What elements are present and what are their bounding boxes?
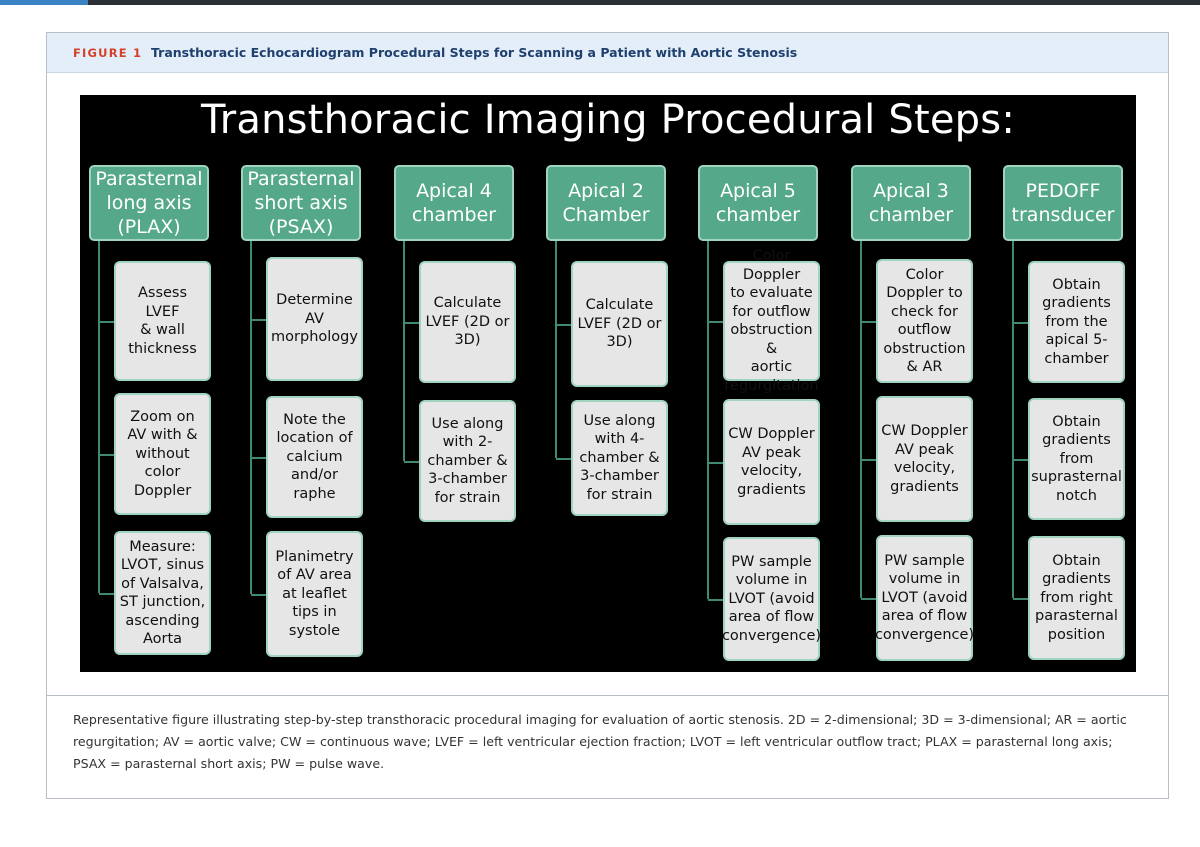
connector-branch: [556, 458, 572, 460]
step-box: Measure: LVOT, sinus of Valsalva, ST jun…: [114, 531, 211, 655]
connector-branch: [404, 461, 420, 463]
step-box: CW Doppler AV peak velocity, gradients: [876, 396, 973, 522]
connector-line: [98, 241, 100, 593]
connector-branch: [556, 324, 572, 326]
diagram-column: Parasternal long axis (PLAX) Assess LVEF …: [89, 165, 213, 670]
connector-branch: [708, 321, 724, 323]
connector-branch: [708, 462, 724, 464]
figure-caption: Representative figure illustrating step-…: [47, 695, 1168, 799]
diagram-title: Transthoracic Imaging Procedural Steps:: [201, 97, 1015, 143]
column-header: Apical 5 chamber: [698, 165, 818, 241]
connector-branch: [99, 593, 115, 595]
step-box: CW Doppler AV peak velocity, gradients: [723, 399, 820, 525]
connector-branch: [861, 598, 877, 600]
connector-line: [1012, 241, 1014, 598]
diagram-panel: Transthoracic Imaging Procedural Steps: …: [80, 95, 1136, 672]
figure-frame: FIGURE 1 Transthoracic Echocardiogram Pr…: [46, 32, 1169, 799]
figure-label: FIGURE 1: [73, 46, 143, 60]
figure-title: Transthoracic Echocardiogram Procedural …: [151, 45, 798, 60]
step-box: Use along with 2- chamber & 3-chamber fo…: [419, 400, 516, 522]
connector-branch: [251, 457, 267, 459]
connector-line: [555, 241, 557, 458]
connector-line: [250, 241, 252, 594]
connector-branch: [251, 319, 267, 321]
column-header: Apical 3 chamber: [851, 165, 971, 241]
column-header: Apical 2 Chamber: [546, 165, 666, 241]
column-header: PEDOFF transducer: [1003, 165, 1123, 241]
connector-branch: [861, 321, 877, 323]
step-box: Assess LVEF & wall thickness: [114, 261, 211, 381]
connector-line: [860, 241, 862, 598]
top-bar: [0, 0, 1200, 5]
column-header: Parasternal long axis (PLAX): [89, 165, 209, 241]
step-box: PW sample volume in LVOT (avoid area of …: [722, 537, 821, 661]
column-header: Apical 4 chamber: [394, 165, 514, 241]
connector-branch: [1013, 598, 1029, 600]
connector-branch: [708, 599, 724, 601]
connector-branch: [1013, 322, 1029, 324]
connector-branch: [251, 594, 267, 596]
caption-text: Representative figure illustrating step-…: [73, 712, 1127, 771]
connector-branch: [99, 321, 115, 323]
step-box: Note the location of calcium and/or raph…: [266, 396, 363, 518]
step-box: Use along with 4- chamber & 3-chamber fo…: [571, 400, 668, 516]
connector-line: [403, 241, 405, 461]
step-box: Calculate LVEF (2D or 3D): [419, 261, 516, 383]
step-box: Color Doppler to evaluate for outflow ob…: [723, 248, 820, 394]
step-box: Obtain gradients from the apical 5- cham…: [1028, 261, 1125, 383]
connector-branch: [99, 454, 115, 456]
step-box: Planimetry of AV area at leaflet tips in…: [266, 531, 363, 657]
step-box: Calculate LVEF (2D or 3D): [571, 261, 668, 387]
column-header: Parasternal short axis (PSAX): [241, 165, 361, 241]
connector-branch: [1013, 459, 1029, 461]
diagram-column: Parasternal short axis (PSAX) Determine A…: [241, 165, 365, 670]
step-box: Color Doppler to check for outflow obstr…: [876, 259, 973, 383]
step-box: Obtain gradients from right parasternal …: [1028, 536, 1125, 660]
connector-branch: [404, 322, 420, 324]
figure-header: FIGURE 1 Transthoracic Echocardiogram Pr…: [47, 33, 1168, 73]
connector-line: [707, 241, 709, 599]
step-box: Zoom on AV with & without color Doppler: [114, 393, 211, 515]
connector-branch: [861, 459, 877, 461]
step-box: Obtain gradients from suprasternal notch: [1028, 398, 1125, 520]
step-box: Determine AV morphology: [266, 257, 363, 381]
step-box: PW sample volume in LVOT (avoid area of …: [875, 535, 974, 661]
top-bar-accent: [0, 0, 88, 5]
